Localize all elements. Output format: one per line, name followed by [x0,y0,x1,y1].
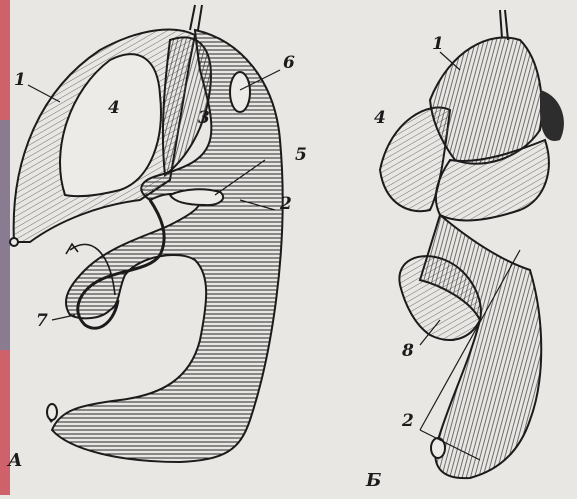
panel-label-a: А [8,452,23,470]
label-a-2: 2 [280,196,292,213]
label-b-1: 1 [432,36,444,53]
panel-label-b: Б [366,472,381,490]
label-b-8: 8 [402,343,414,360]
knob-a [10,238,18,246]
label-a-7: 7 [36,313,48,330]
label-a-5: 5 [295,147,307,164]
tube-opening [47,404,57,420]
left-edge-blue [0,120,10,350]
label-a-3: 3 [198,110,210,127]
label-a-4: 4 [108,100,120,117]
structure-6 [230,72,250,112]
label-b-2: 2 [402,413,414,430]
label-a-1: 1 [14,72,26,89]
label-b-4: 4 [374,110,386,127]
label-a-6: 6 [283,55,295,72]
